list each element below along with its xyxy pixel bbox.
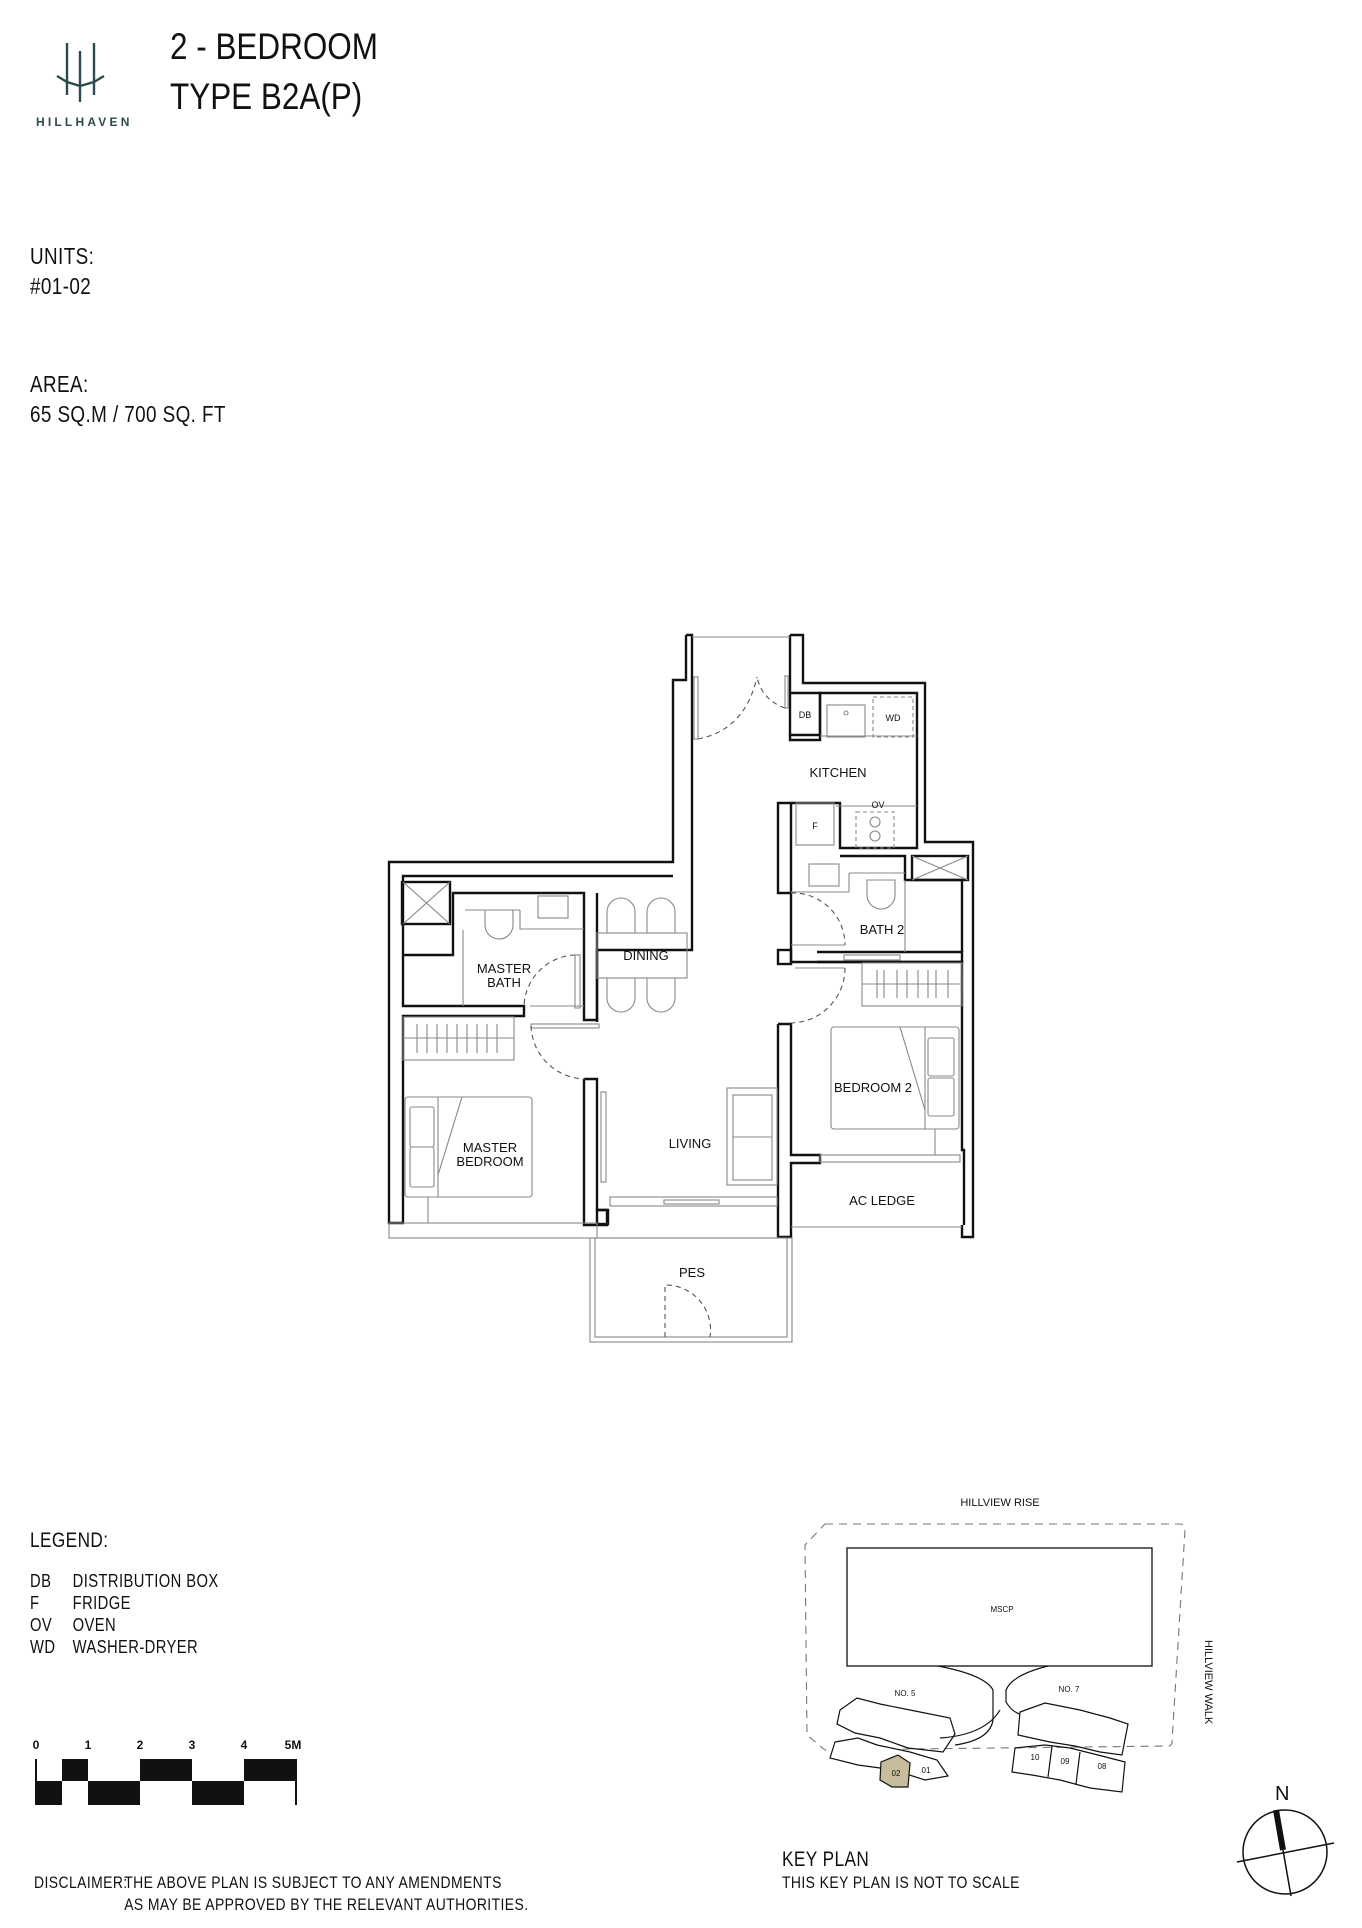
road-hillview-rise: HILLVIEW RISE (960, 1497, 1039, 1509)
block-5-label: NO. 5 (895, 1689, 916, 1698)
room-label-bath2: BATH 2 (860, 922, 905, 937)
brand-logo: HILLHAVEN (30, 38, 140, 133)
units-value: #01-02 (30, 273, 92, 299)
unit-08-label: 08 (1098, 1762, 1107, 1771)
key-plan-note: THIS KEY PLAN IS NOT TO SCALE (782, 1873, 1020, 1892)
svg-text:0: 0 (33, 1738, 40, 1752)
room-label-master-bath-2: BATH (487, 975, 521, 990)
page-title-line2: TYPE B2A(P) (170, 76, 363, 117)
highlighted-unit-02 (879, 1754, 911, 1788)
fixture-wd: WD (886, 713, 901, 723)
mscp-label: MSCP (990, 1605, 1013, 1614)
unit-09-label: 09 (1061, 1757, 1070, 1766)
svg-text:2: 2 (137, 1738, 144, 1752)
disclaimer-label: DISCLAIMER: (34, 1873, 128, 1892)
block-7-label: NO. 7 (1059, 1685, 1080, 1694)
room-label-master-bedroom-1: MASTER (463, 1140, 517, 1155)
road-hillview-walk: HILLVIEW WALK (1202, 1640, 1214, 1725)
svg-text:1: 1 (85, 1738, 92, 1752)
key-plan: HILLVIEW RISE HILLVIEW WALK MSCP NO. 5 N… (804, 1497, 1214, 1793)
units-label: UNITS: (30, 243, 95, 269)
fixture-db: DB (799, 710, 812, 720)
room-label-ac-ledge: AC LEDGE (849, 1193, 915, 1208)
fixture-f: F (812, 821, 818, 831)
room-label-bedroom2: BEDROOM 2 (834, 1080, 912, 1095)
svg-text:5M: 5M (285, 1738, 302, 1752)
area-label: AREA: (30, 371, 89, 397)
svg-text:4: 4 (241, 1738, 248, 1752)
brand-name: HILLHAVEN (36, 115, 133, 129)
disclaimer-line2: AS MAY BE APPROVED BY THE RELEVANT AUTHO… (124, 1895, 529, 1914)
room-label-living: LIVING (669, 1136, 712, 1151)
room-label-dining: DINING (623, 948, 669, 963)
page-title-line1: 2 - BEDROOM (170, 26, 378, 67)
north-arrow-compass: N (1236, 1783, 1335, 1897)
disclaimer: DISCLAIMER:THE ABOVE PLAN IS SUBJECT TO … (34, 1872, 528, 1916)
wall-outer-left (595, 633, 694, 1022)
unit-01-label: 01 (922, 1766, 931, 1775)
area-value: 65 SQ.M / 700 SQ. FT (30, 401, 226, 427)
unit-10-label: 10 (1031, 1753, 1040, 1762)
key-plan-title: KEY PLAN (782, 1848, 870, 1871)
north-label: N (1275, 1783, 1289, 1805)
room-label-master-bath-1: MASTER (477, 961, 531, 976)
room-label-kitchen: KITCHEN (809, 765, 866, 780)
legend-title: LEGEND: (30, 1529, 109, 1552)
hillhaven-logo-icon (56, 43, 105, 102)
svg-text:3: 3 (189, 1738, 196, 1752)
floor-plan: KITCHEN DINING MASTER BATH BATH 2 MASTER… (387, 633, 975, 1343)
room-label-pes: PES (679, 1265, 705, 1280)
room-label-master-bedroom-2: BEDROOM (456, 1154, 523, 1169)
scale-bar: 0 1 2 3 4 5M (33, 1738, 302, 1805)
disclaimer-line1: THE ABOVE PLAN IS SUBJECT TO ANY AMENDME… (124, 1873, 502, 1892)
unit-02-label: 02 (892, 1769, 901, 1778)
fixture-ov: OV (871, 800, 884, 810)
